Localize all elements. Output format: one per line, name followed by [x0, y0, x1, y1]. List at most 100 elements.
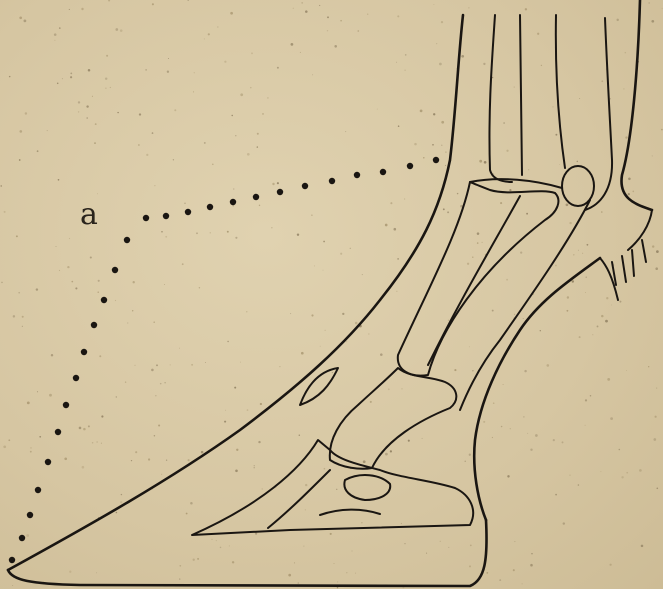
arc-dot — [407, 163, 413, 169]
cannon-bone-center — [520, 15, 522, 175]
speckle — [443, 208, 445, 210]
speckle — [105, 77, 107, 79]
speckle — [526, 213, 528, 215]
speckle — [628, 193, 630, 195]
speckle — [204, 142, 206, 144]
speckle — [81, 8, 83, 10]
speckle — [257, 133, 259, 135]
arc-dot — [329, 178, 335, 184]
speckle — [586, 277, 587, 278]
arc-dot — [91, 322, 97, 328]
speckle — [64, 457, 67, 460]
speckle — [305, 484, 307, 486]
speckle — [57, 83, 59, 85]
speckle — [610, 564, 612, 566]
speckle — [553, 439, 555, 441]
arc-dot — [35, 487, 41, 493]
speckle — [566, 310, 568, 312]
speckle — [193, 91, 194, 92]
speckle — [193, 559, 195, 561]
speckle — [78, 101, 80, 103]
speckle — [19, 159, 21, 161]
speckle — [13, 315, 15, 317]
speckle — [254, 467, 255, 468]
speckle — [97, 193, 98, 194]
speckle — [154, 435, 155, 436]
speckle — [22, 326, 23, 327]
speckle — [301, 2, 303, 4]
speckle — [151, 369, 154, 372]
speckle — [404, 543, 405, 544]
speckle — [259, 205, 260, 206]
speckle — [105, 87, 106, 88]
speckle — [27, 402, 30, 405]
speckle — [168, 58, 169, 59]
speckle — [255, 533, 257, 535]
coffin-bone-inner — [268, 470, 330, 528]
arc-dot — [143, 215, 149, 221]
speckle — [301, 352, 304, 355]
speckle — [414, 143, 417, 146]
speckle — [461, 55, 464, 58]
speckle — [573, 254, 575, 256]
speckle — [486, 572, 488, 574]
speckle — [201, 451, 204, 454]
speckle — [397, 258, 399, 260]
speckle — [262, 113, 264, 115]
speckle — [619, 301, 621, 303]
speckle — [208, 33, 210, 35]
speckle — [506, 150, 508, 152]
speckle — [288, 574, 291, 577]
speckle — [385, 453, 388, 456]
arc-dot — [207, 204, 213, 210]
speckle — [422, 438, 423, 439]
short-pastern-bone — [330, 368, 457, 469]
speckle — [441, 145, 442, 146]
arc-dot — [9, 557, 15, 563]
arc-dot — [101, 297, 107, 303]
speckle — [291, 43, 294, 46]
speckle — [262, 488, 263, 489]
speckle — [578, 250, 579, 251]
speckle — [327, 16, 329, 18]
speckle — [106, 55, 108, 57]
speckle — [98, 292, 99, 293]
speckle — [190, 502, 193, 505]
speckle — [25, 112, 27, 114]
speckle — [510, 428, 511, 429]
speckle — [39, 436, 41, 438]
speckle — [546, 364, 549, 367]
speckle — [587, 244, 589, 246]
speckle — [90, 256, 92, 258]
speckle — [522, 583, 523, 584]
speckle — [330, 533, 332, 535]
speckle — [271, 227, 272, 228]
speckle — [161, 474, 162, 475]
speckle — [433, 113, 435, 115]
speckle — [247, 153, 250, 156]
speckle — [606, 297, 608, 299]
speckle — [477, 242, 479, 244]
speckle — [86, 117, 88, 119]
speckle — [401, 388, 402, 389]
speckle — [342, 313, 344, 315]
speckle — [148, 458, 150, 460]
speckle — [404, 199, 405, 200]
speckle — [625, 52, 627, 54]
speckle — [205, 362, 206, 363]
speckle — [470, 545, 472, 547]
speckle — [396, 291, 397, 292]
speckle — [361, 522, 362, 523]
speckle — [484, 161, 487, 164]
arc-dot — [433, 157, 439, 163]
cannon-bone-right — [556, 15, 565, 168]
speckle — [514, 87, 515, 88]
speckle — [120, 29, 123, 32]
speckle — [500, 202, 502, 204]
speckle — [211, 539, 212, 540]
arc-dot — [230, 199, 236, 205]
speckle — [300, 52, 301, 53]
speckle — [279, 366, 280, 367]
speckle — [507, 475, 509, 477]
speckle — [37, 391, 38, 392]
